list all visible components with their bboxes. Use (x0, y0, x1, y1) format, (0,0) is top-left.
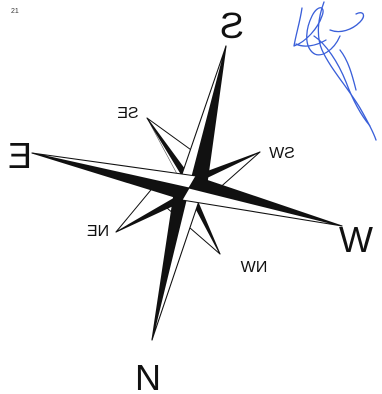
compass-label-west: W (339, 219, 373, 260)
compass-label-southeast: SE (117, 105, 138, 122)
compass-label-northeast: NE (87, 223, 109, 240)
page-number-label: 21 (11, 8, 19, 15)
compass-label-northwest: NW (240, 259, 268, 276)
compass-major-points (32, 46, 342, 340)
compass-label-southwest: SW (268, 145, 295, 162)
signature-scribble (294, 2, 376, 140)
compass-label-south: S (220, 5, 244, 46)
compass-label-east: E (8, 135, 32, 176)
compass-label-north: N (135, 357, 161, 394)
